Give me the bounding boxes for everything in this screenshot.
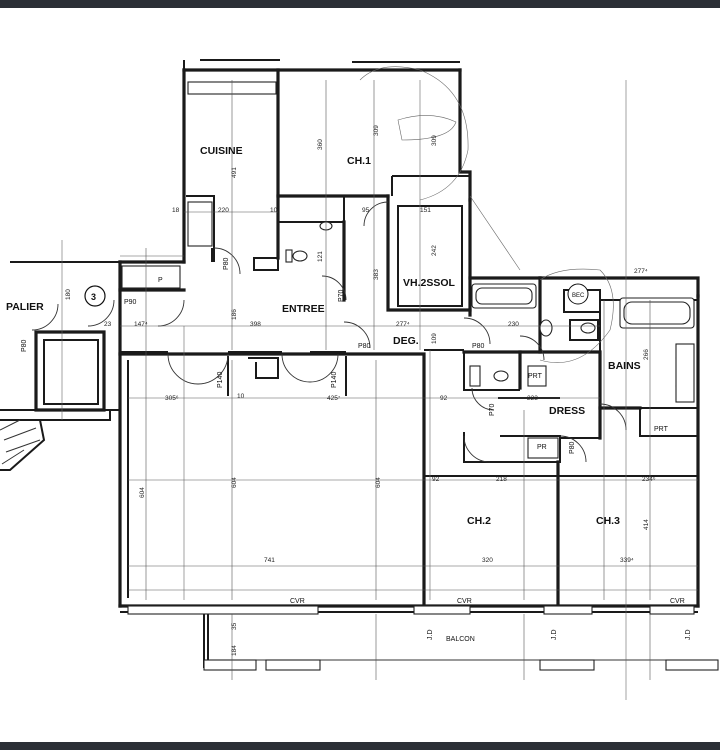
dim-360: 360 [317,139,324,150]
palier-area [0,261,120,471]
dim-35: 35 [231,622,238,630]
dim-604-b: 604 [231,477,238,488]
pencil-annotations [359,66,614,363]
dim-151: 151 [420,207,431,214]
dim-3394: 339⁴ [620,557,634,564]
dim-92-a: 92 [432,476,440,483]
balcon-area [127,605,719,671]
label-p80-kitchen: P80 [223,257,230,270]
dimension-texts: 220 10 10 95 151 18 277⁴ 398 147⁴ 230 30… [65,125,656,656]
dim-309-b: 309 [431,135,438,146]
interior-walls [118,68,699,608]
dim-18: 18 [172,207,180,214]
dim-10-b: 10 [237,393,245,400]
fixture-labels: 3 BEC P PRT PRT PR CVR CVR CVR P80 P80 P… [21,257,692,640]
room-balcon: BALCON [446,636,475,643]
label-p90: P90 [124,299,137,306]
room-entree: ENTREE [282,303,325,315]
label-p140-b: P140 [331,372,338,388]
dim-741: 741 [264,557,275,564]
dim-121: 121 [317,251,324,262]
dim-23: 23 [104,321,112,328]
room-dress: DRESS [549,405,585,417]
label-pr: PR [537,444,547,451]
dim-95: 95 [362,207,370,214]
dim-305: 305⁶ [165,395,179,402]
room-vh: VH.2SSOL [403,277,456,289]
dim-414: 414 [643,519,650,530]
dim-220: 220 [218,207,229,214]
bottom-bar [0,742,720,750]
room-ch2: CH.2 [467,515,491,527]
dim-398: 398 [250,321,261,328]
label-cvr-1: CVR [290,598,305,605]
dim-2774: 277⁴ [396,321,410,328]
label-p140-a: P140 [217,372,224,388]
room-bains: BAINS [608,360,641,372]
dim-2346: 234⁶ [642,476,656,483]
dim-184: 184 [231,645,238,656]
room-labels: CUISINE CH.1 PALIER ENTREE DEG. VH.2SSOL… [6,145,641,643]
room-palier: PALIER [6,301,44,313]
room-deg: DEG. [393,335,419,347]
label-p80-palier: P80 [21,339,28,352]
label-p70-wc: P70 [489,403,496,416]
dim-491: 491 [231,167,238,178]
label-p80-bath: P80 [472,343,485,350]
dim-10-a: 10 [270,207,278,214]
circle-number: 3 [91,292,96,302]
dim-92-b: 92 [440,395,448,402]
label-prt-2: PRT [654,426,669,433]
label-cvr-3: CVR [670,598,685,605]
room-cuisine: CUISINE [200,145,243,157]
dimension-lines [61,80,698,700]
dim-223: 223 [527,395,538,402]
dim-266: 266 [643,349,650,360]
label-p80-dress: P80 [569,441,576,454]
label-p70-entree: P70 [338,289,345,302]
dim-242: 242 [431,245,438,256]
label-jd-1: J.D [427,630,434,641]
dim-186: 186 [231,309,238,320]
top-bar [0,0,720,8]
dim-309-a: 309 [373,125,380,136]
room-ch3: CH.3 [596,515,620,527]
label-jd-2: J.D [551,630,558,641]
dim-320: 320 [482,557,493,564]
label-prt-1: PRT [528,373,543,380]
fixtures [121,81,695,459]
dim-604-a: 604 [139,487,146,498]
dim-604-c: 604 [375,477,382,488]
dim-1474: 147⁴ [134,321,148,328]
dim-425: 425⁷ [327,395,341,402]
room-ch1: CH.1 [347,155,371,167]
label-bec: BEC [572,293,585,299]
label-p80-deg: P80 [358,343,371,350]
label-cvr-2: CVR [457,598,472,605]
dim-180: 180 [65,289,72,300]
dim-109: 109 [431,333,438,344]
door-swings [157,201,627,463]
dim-230: 230 [508,321,519,328]
label-jd-3: J.D [685,630,692,641]
label-p: P [158,277,163,284]
dim-2774-b: 277⁴ [634,268,648,275]
dim-218: 218 [496,476,507,483]
dim-383: 383 [373,269,380,280]
